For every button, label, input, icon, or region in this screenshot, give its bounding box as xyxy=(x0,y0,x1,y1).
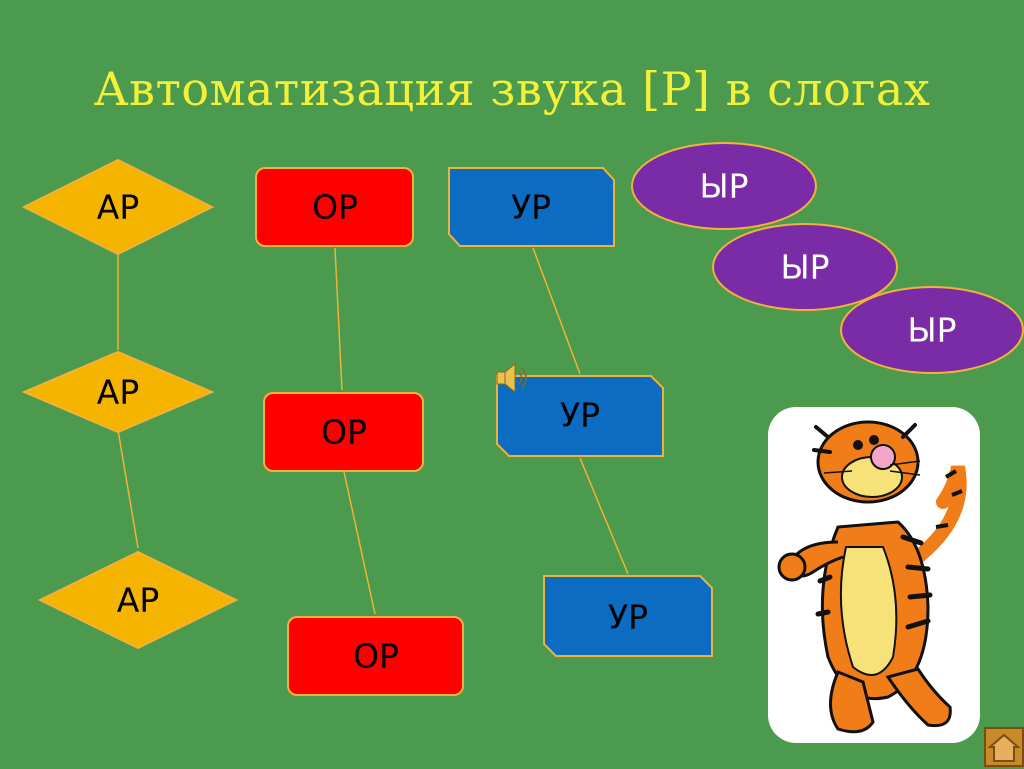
ar-diamond-2[interactable] xyxy=(21,350,215,434)
connector-ar-2-3 xyxy=(117,429,139,549)
or-box-3[interactable] xyxy=(287,616,464,696)
or-label-2: ОР xyxy=(321,412,367,452)
ur-label-1: УР xyxy=(510,187,552,227)
speaker-icon[interactable] xyxy=(496,362,527,394)
ar-label-2: АР xyxy=(96,372,140,412)
ar-label-3: АР xyxy=(116,580,160,620)
ur-box-2[interactable] xyxy=(496,375,664,457)
ar-label-1: АР xyxy=(96,187,140,227)
connector-or-1-2 xyxy=(334,247,343,391)
tiger-illustration xyxy=(777,420,967,734)
or-box-1[interactable] xyxy=(255,167,414,247)
tiger-card xyxy=(768,407,980,743)
or-box-2[interactable] xyxy=(263,392,424,472)
connector-ur-2-3 xyxy=(579,457,629,575)
or-label-3: ОР xyxy=(353,636,399,676)
yr-label-2: ЫР xyxy=(780,247,830,287)
yr-label-1: ЫР xyxy=(699,166,749,206)
ur-label-2: УР xyxy=(559,395,601,435)
ar-diamond-1[interactable] xyxy=(21,158,215,256)
ar-diamond-3[interactable] xyxy=(37,550,239,650)
slide-title: Автоматизация звука [Р] в слогах xyxy=(93,62,931,116)
yr-ellipse-1[interactable] xyxy=(631,142,817,230)
home-button[interactable] xyxy=(984,727,1024,767)
or-label-1: ОР xyxy=(312,187,358,227)
ur-label-3: УР xyxy=(607,597,649,637)
ur-box-3[interactable] xyxy=(543,575,713,657)
yr-ellipse-2[interactable] xyxy=(712,223,898,311)
connector-or-2-3 xyxy=(343,471,376,615)
connector-ur-1-2 xyxy=(532,247,581,375)
ur-box-1[interactable] xyxy=(448,167,615,247)
home-icon xyxy=(987,733,1021,762)
yr-ellipse-3[interactable] xyxy=(840,286,1024,374)
yr-label-3: ЫР xyxy=(907,310,957,350)
